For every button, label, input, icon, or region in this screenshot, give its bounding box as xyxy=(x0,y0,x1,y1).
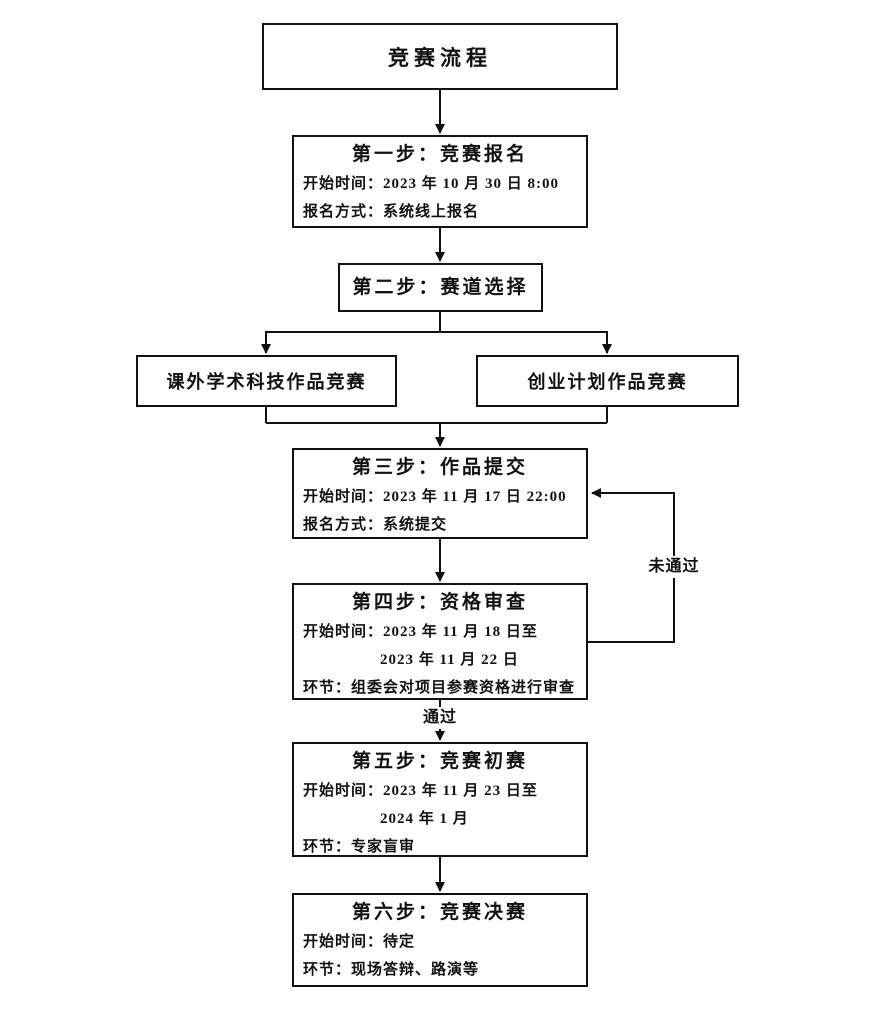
step4-line1: 开始时间：2023 年 11 月 18 日至 xyxy=(303,624,538,640)
node-flow-title: 竞赛流程 xyxy=(262,23,618,90)
step1-title: 第一步：竞赛报名 xyxy=(351,144,528,165)
step5-title: 第五步：竞赛初赛 xyxy=(351,751,528,772)
node-step5: 第五步：竞赛初赛 开始时间：2023 年 11 月 23 日至 2024 年 1… xyxy=(292,742,588,857)
step5-line1: 开始时间：2023 年 11 月 23 日至 xyxy=(303,783,538,799)
step6-line2: 环节：现场答辩、路演等 xyxy=(303,962,480,978)
edge-label-fail: 未通过 xyxy=(639,556,709,578)
step6-line1: 开始时间：待定 xyxy=(303,934,416,950)
node-track-right: 创业计划作品竞赛 xyxy=(476,355,739,407)
step5-line3: 环节：专家盲审 xyxy=(303,839,416,855)
node-step3: 第三步：作品提交 开始时间：2023 年 11 月 17 日 22:00 报名方… xyxy=(292,448,588,539)
step5-line2: 2024 年 1 月 xyxy=(380,811,469,827)
step4-title: 第四步：资格审查 xyxy=(351,592,528,613)
node-step1: 第一步：竞赛报名 开始时间：2023 年 10 月 30 日 8:00 报名方式… xyxy=(292,135,588,228)
track-right-label: 创业计划作品竞赛 xyxy=(527,372,688,392)
step6-title: 第六步：竞赛决赛 xyxy=(351,902,528,923)
step3-line1: 开始时间：2023 年 11 月 17 日 22:00 xyxy=(303,489,567,505)
step4-line2: 2023 年 11 月 22 日 xyxy=(380,652,519,668)
edge-label-pass: 通过 xyxy=(406,707,474,729)
step4-line3: 环节：组委会对项目参赛资格进行审查 xyxy=(303,680,576,696)
step1-line1: 开始时间：2023 年 10 月 30 日 8:00 xyxy=(303,176,559,192)
step1-line2: 报名方式：系统线上报名 xyxy=(303,204,480,220)
track-left-label: 课外学术科技作品竞赛 xyxy=(166,372,367,392)
step3-title: 第三步：作品提交 xyxy=(351,457,528,478)
flow-title-text: 竞赛流程 xyxy=(388,45,492,70)
step3-line2: 报名方式：系统提交 xyxy=(303,517,448,533)
node-step6: 第六步：竞赛决赛 开始时间：待定 环节：现场答辩、路演等 xyxy=(292,893,588,987)
step2-title: 第二步：赛道选择 xyxy=(352,276,529,298)
node-step4: 第四步：资格审查 开始时间：2023 年 11 月 18 日至 2023 年 1… xyxy=(292,583,588,700)
node-track-left: 课外学术科技作品竞赛 xyxy=(136,355,397,407)
node-step2: 第二步：赛道选择 xyxy=(338,263,543,312)
